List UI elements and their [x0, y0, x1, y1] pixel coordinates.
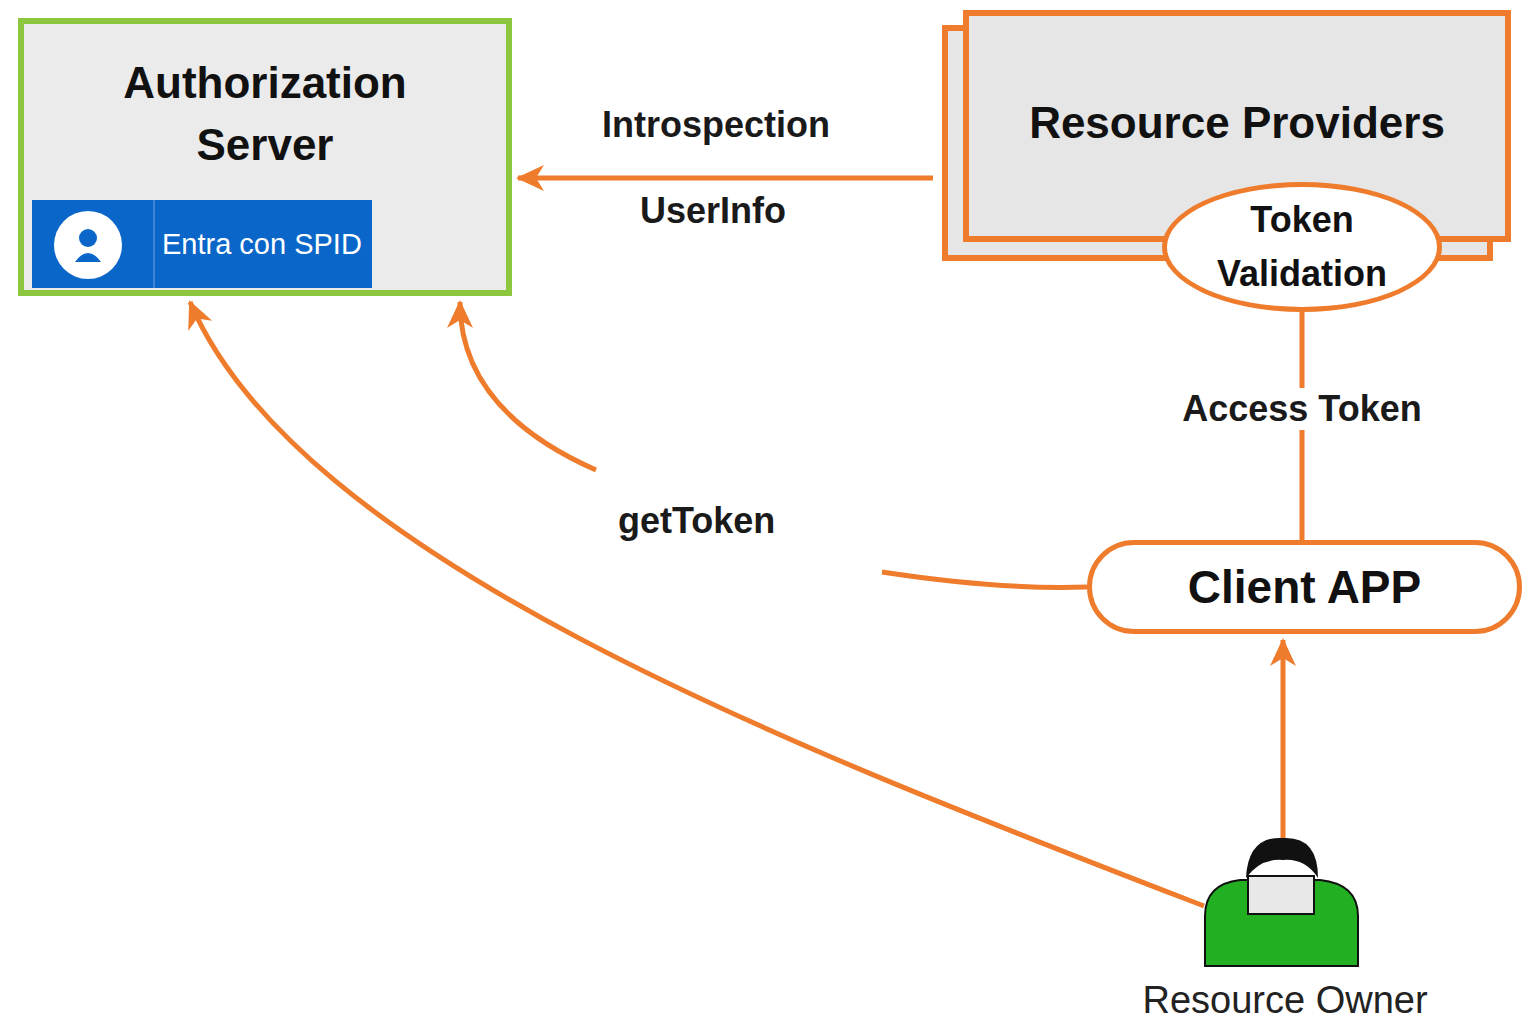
spid-icon [32, 200, 156, 288]
token-validation-ellipse: Token Validation [1162, 182, 1442, 312]
node-text: Client APP [1188, 560, 1421, 614]
resource-providers-box: Resource ProvidersToken Validation [963, 10, 1511, 242]
flow-connector [460, 302, 1087, 587]
flow-connector [190, 302, 1204, 906]
node-text: Entra con SPID [162, 200, 362, 288]
flow-connector [1281, 640, 1286, 840]
node-text: Token Validation [1192, 193, 1412, 301]
spid-button: Entra con SPID [32, 200, 372, 288]
node-text: Resource Owner [1100, 979, 1470, 1022]
node-text: Authorization Server [24, 52, 506, 176]
node-text: Resource Providers [969, 98, 1505, 148]
person-figure [1100, 836, 1470, 976]
edge-label: UserInfo [636, 190, 790, 232]
client-app-pill: Client APP [1087, 540, 1522, 634]
server-box: Authorization ServerEntra con SPID [18, 18, 512, 296]
edge-label: Access Token [1178, 388, 1425, 430]
resource-owner-actor: Resource Owner [1100, 836, 1470, 1026]
flow-connector [518, 176, 933, 181]
edge-label: Introspection [598, 104, 834, 146]
edge-label: getToken [614, 500, 779, 542]
